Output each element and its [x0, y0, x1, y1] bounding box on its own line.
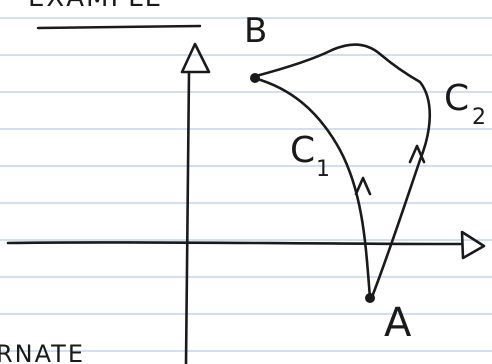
curves: [252, 43, 432, 300]
header-text-clipped: EXAMPLE: [28, 0, 163, 13]
point-a-dot: [365, 293, 375, 303]
label-c1: C: [290, 130, 315, 171]
arrow-on-c2: [408, 144, 426, 164]
x-axis: [6, 241, 464, 246]
x-axis-arrowhead: [460, 230, 486, 260]
curve-c2: [254, 43, 432, 299]
arrow-on-c1: [354, 176, 372, 196]
label-point-b: B: [244, 11, 267, 51]
point-b-dot: [250, 73, 260, 83]
label-point-a: A: [384, 300, 412, 346]
label-c1-subscript: 1: [316, 157, 330, 182]
axes: [6, 42, 486, 364]
y-axis: [184, 70, 191, 364]
label-c2: C: [444, 78, 469, 119]
y-axis-arrowhead: [180, 42, 211, 74]
curve-c1: [252, 76, 372, 300]
label-c2-subscript: 2: [472, 105, 486, 130]
header-underline: [36, 24, 202, 30]
ruled-lines: [0, 17, 492, 352]
side-text-clipped: RNATE: [0, 340, 85, 364]
